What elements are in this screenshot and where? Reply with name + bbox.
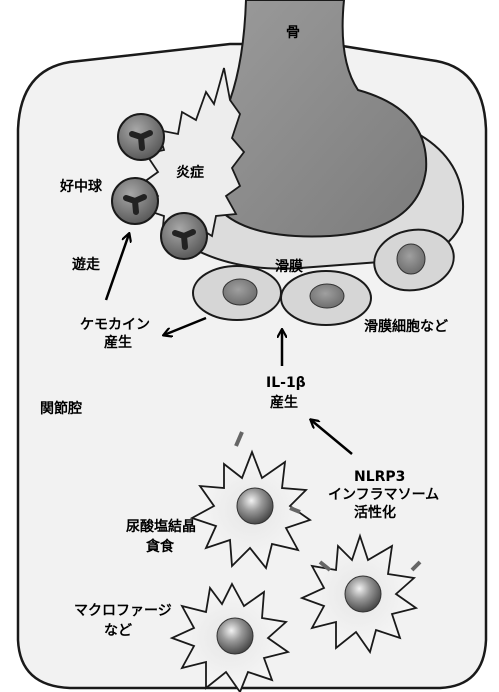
synovial-cell	[281, 271, 371, 325]
neutrophil	[118, 114, 164, 160]
il1b-label: IL-1β	[266, 374, 306, 392]
chemokine-production-label: 産生	[104, 334, 132, 352]
nlrp3-label: NLRP3	[354, 468, 405, 486]
neutrophil	[161, 213, 207, 259]
macrophage-label: マクロファージ	[74, 602, 172, 620]
synovial-cell	[193, 266, 281, 320]
chemokine-label: ケモカイン	[80, 316, 150, 334]
bone	[220, 0, 426, 236]
phagocytosis-label: 貪食	[146, 538, 174, 556]
migration-label: 遊走	[72, 256, 100, 274]
neutrophil-label: 好中球	[60, 178, 102, 196]
synovium-label: 滑膜	[275, 258, 303, 276]
inflammasome-label: インフラマソーム	[328, 486, 439, 504]
il1b-production-label: 産生	[270, 394, 298, 412]
etc-label: など	[104, 622, 132, 640]
joint-cavity-label: 関節腔	[40, 400, 82, 418]
urate-crystal-label: 尿酸塩結晶	[126, 518, 196, 536]
inflammation-label: 炎症	[176, 164, 204, 182]
bone-label: 骨	[286, 24, 300, 42]
synovial-cells-label: 滑膜細胞など	[364, 318, 448, 336]
activation-label: 活性化	[354, 504, 396, 522]
neutrophil	[112, 178, 158, 224]
